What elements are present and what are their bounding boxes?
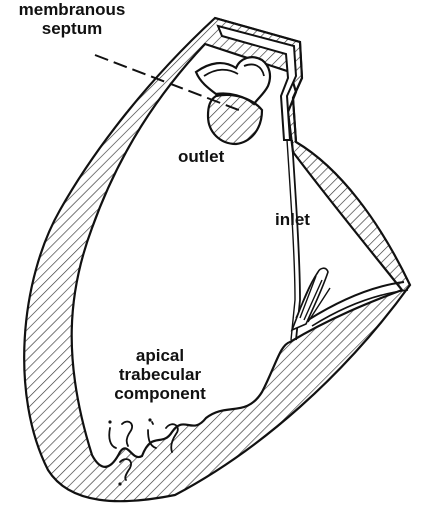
trabeculation-dot [148, 418, 151, 421]
membranous-label-line1: membranous [2, 0, 142, 19]
trabeculation-dot [118, 482, 121, 485]
trabeculation-dot [108, 420, 111, 423]
apical-label-line2: trabecular [100, 365, 220, 384]
apical-label-line1: apical [100, 346, 220, 365]
inlet-label: inlet [275, 210, 310, 229]
apical-trabecular-label: apical trabecular component [100, 346, 220, 403]
outlet-label: outlet [178, 147, 224, 166]
apical-label-line3: component [100, 384, 220, 403]
chordae-lines [296, 276, 330, 322]
membranous-septum-label: membranous septum [2, 0, 142, 38]
membranous-label-line2: septum [2, 19, 142, 38]
